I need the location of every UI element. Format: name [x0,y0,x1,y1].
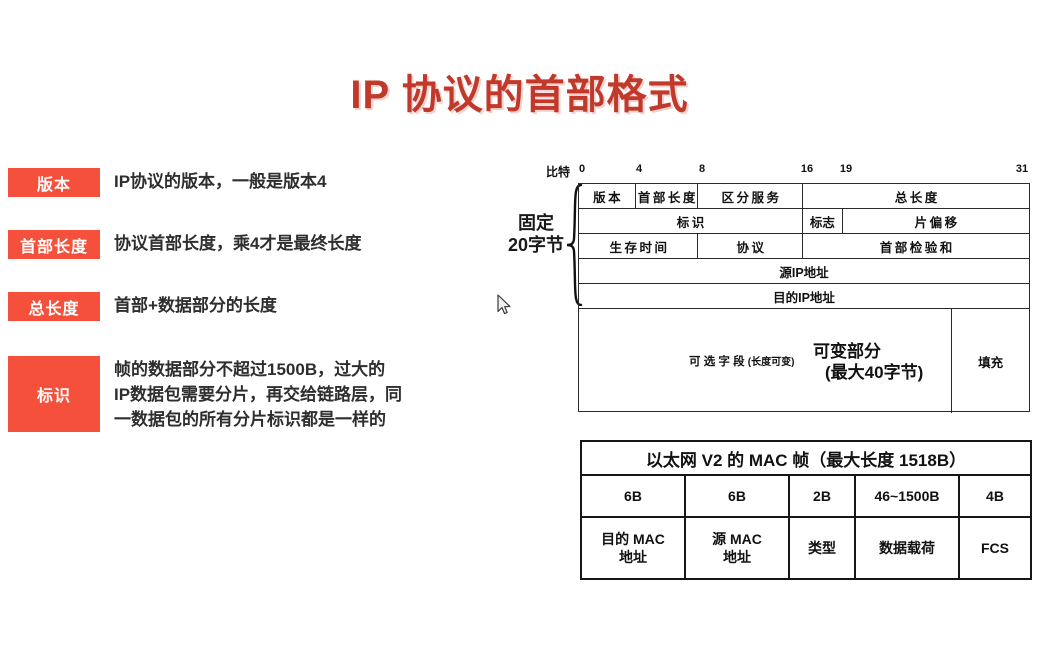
ip-header-row: 版本 首部长度 区分服务 总长度 [578,183,1030,208]
ip-field-version: 版本 [579,184,636,208]
ip-field-protocol: 协议 [698,234,803,258]
variable-part-line1: 可变部分 [813,342,881,361]
mouse-cursor-icon [497,294,511,315]
mac-frame-labels-row: 目的 MAC 地址 源 MAC 地址 类型 数据载荷 FCS [582,518,1030,578]
mac-label-fcs: FCS [981,540,1009,556]
bit-tick-0: 0 [578,163,586,175]
explanation-badge: 首部长度 [8,230,100,259]
ip-field-fragment-offset: 片偏移 [914,215,960,230]
mac-label-dest-mac: 目的 MAC 地址 [582,518,686,578]
explanations-panel: 版本 IP协议的版本，一般是版本4 首部长度 协议首部长度，乘4才是最终长度 总… [0,160,480,450]
bit-tick-16: 16 [800,163,814,175]
explanation-text: IP协议的版本，一般是版本4 [114,172,327,191]
explanation-row-version: 版本 IP协议的版本，一般是版本4 [0,168,480,197]
ip-header-row: 生存时间 协议 首部检验和 [578,233,1030,258]
variable-part-line2: (最大40字节) [825,363,924,382]
ip-header-options-row: 可 选 字 段 (长度可变) 可变部分 (最大40字节) 填充 [578,308,1030,413]
bit-ruler: 比特 0 4 8 16 19 31 [546,163,1030,181]
bit-tick-19: 19 [839,163,853,175]
mac-size-payload: 46~1500B [856,476,960,516]
mac-size-src-mac: 6B [686,476,790,516]
ip-options-label: 可 选 字 段 (长度可变) [689,353,794,369]
mac-label-type: 类型 [790,518,856,578]
ip-field-ttl: 生存时间 [579,234,699,258]
ip-header-row: 标识 标志 片偏移 [578,208,1030,233]
mac-label-src-mac: 源 MAC 地址 [686,518,790,578]
fixed-bytes-label: 固定 20字节 [507,213,565,255]
mac-frame-title: 以太网 V2 的 MAC 帧（最大长度 1518B） [582,442,1030,476]
explanation-badge: 版本 [8,168,100,197]
ip-field-header-checksum: 首部检验和 [879,240,955,255]
explanation-badge: 总长度 [8,292,100,321]
ip-field-source-address: 源IP地址 [779,265,829,280]
bit-tick-8: 8 [698,163,706,175]
ip-options-text: 可 选 字 段 [689,356,745,368]
explanation-row-total-length: 总长度 首部+数据部分的长度 [0,292,480,321]
explanation-badge: 标识 [8,356,100,432]
explanation-row-identification: 标识 帧的数据部分不超过1500B，过大的 IP数据包需要分片，再交给链路层，同… [0,356,480,432]
ip-field-identification: 标识 [579,209,803,233]
ip-header-row: 目的IP地址 [578,283,1030,308]
mac-size-fcs: 4B [986,488,1004,504]
mac-size-dest-mac: 6B [582,476,686,516]
variable-part-annotation: 可变部分 (最大40字节) [813,341,923,383]
ip-header-row: 源IP地址 [578,258,1030,283]
bit-tick-31: 31 [1015,163,1029,175]
curly-brace-icon [566,184,583,306]
bit-axis-label: 比特 [546,165,571,179]
ip-field-total-length: 总长度 [894,190,940,205]
explanation-text: 帧的数据部分不超过1500B，过大的 IP数据包需要分片，再交给链路层，同 一数… [114,360,403,429]
explanation-text: 协议首部长度，乘4才是最终长度 [114,234,362,253]
ip-field-destination-address: 目的IP地址 [773,290,835,305]
ip-header-diagram: 比特 0 4 8 16 19 31 版本 首部长度 区分服务 总长度 标识 标志… [546,163,1030,413]
ip-field-dscp: 区分服务 [698,184,803,208]
ip-field-padding: 填充 [978,355,1004,370]
bit-tick-4: 4 [635,163,643,175]
ip-field-options: 可 选 字 段 (长度可变) 可变部分 (最大40字节) [579,309,953,413]
mac-size-type: 2B [790,476,856,516]
ip-options-note: (长度可变) [747,357,795,368]
mac-label-payload: 数据载荷 [856,518,960,578]
explanation-text: 首部+数据部分的长度 [114,296,277,315]
ip-field-flags: 标志 [803,209,843,233]
ip-field-header-length: 首部长度 [636,184,699,208]
explanation-row-header-length: 首部长度 协议首部长度，乘4才是最终长度 [0,230,480,259]
mac-frame-sizes-row: 6B 6B 2B 46~1500B 4B [582,476,1030,518]
mac-frame-table: 以太网 V2 的 MAC 帧（最大长度 1518B） 6B 6B 2B 46~1… [580,440,1032,580]
page-title: IP 协议的首部格式 [350,73,689,117]
